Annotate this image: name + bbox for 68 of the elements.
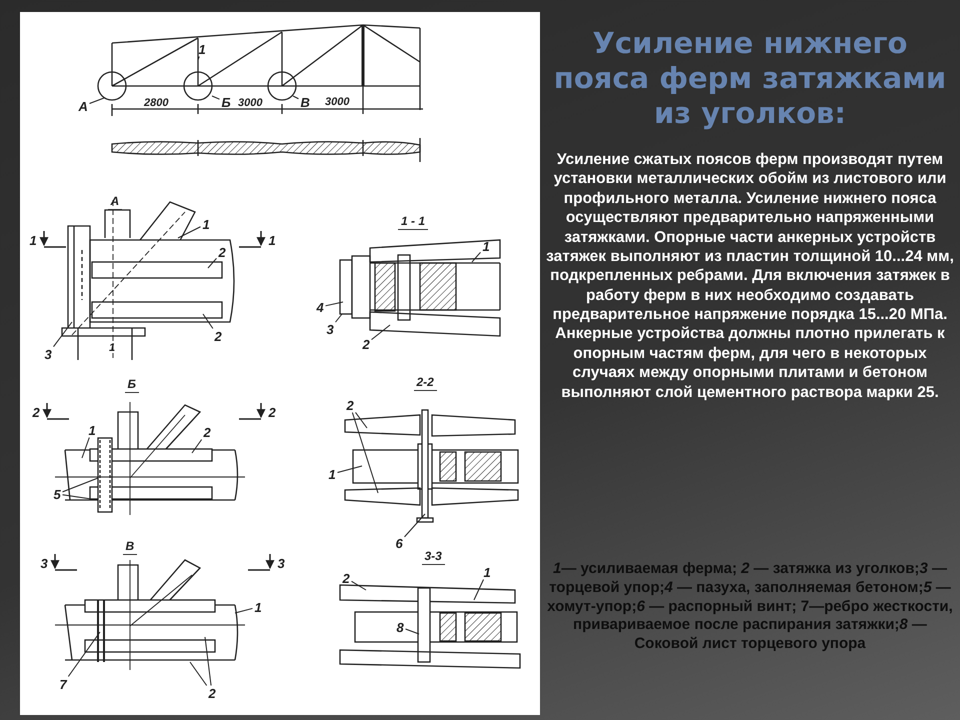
leader-line — [62, 478, 98, 492]
section-mark-label: 1 — [268, 232, 276, 248]
callout-number: Б — [220, 96, 232, 108]
view-heading: 2-2 — [414, 375, 437, 391]
callout-number: 2 — [362, 338, 371, 350]
leader-line — [351, 580, 366, 590]
view-heading: 3-3 — [422, 549, 445, 565]
callout-number: 2 — [202, 426, 212, 438]
leader-line — [234, 608, 253, 614]
callout-number: 1 — [202, 218, 211, 230]
callout-number: 2 — [218, 246, 227, 258]
leader-line — [355, 412, 368, 428]
section-mark-label: 3 — [40, 556, 48, 570]
view-heading: 1 - 1 — [398, 214, 428, 230]
leader-line — [202, 314, 214, 329]
callout-number: А — [78, 100, 89, 112]
callout-number: 1 — [482, 566, 492, 578]
callout-number: 1 — [198, 42, 207, 56]
callout-number: 3 — [44, 348, 53, 360]
section-mark-label: 2 — [32, 404, 40, 420]
section-mark-label: 1 — [30, 232, 37, 248]
leader-line — [53, 322, 72, 348]
callout-number: 1 — [88, 424, 97, 436]
callout-number: 2 — [342, 572, 351, 584]
view-heading: Б — [124, 377, 139, 393]
leader-line — [405, 628, 420, 634]
leader-line — [404, 514, 426, 538]
callout-number: 1 — [328, 468, 337, 480]
callout-number: 5 — [52, 488, 62, 500]
callout-number: 2 — [208, 686, 217, 700]
dimension-label: 1 — [109, 342, 116, 354]
leader-line — [204, 636, 212, 686]
leader-line — [335, 314, 342, 323]
callout-number: 2 — [346, 398, 355, 412]
dimension-label: 3000 — [325, 96, 350, 108]
leader-line — [68, 632, 100, 677]
callout-number: 7 — [58, 678, 68, 690]
leader-line — [325, 302, 344, 306]
leader-line — [337, 466, 362, 474]
leader-line — [192, 439, 202, 454]
leader-line — [89, 98, 104, 104]
leader-line — [292, 96, 299, 100]
leader-line — [82, 437, 90, 458]
description-text: Усиление сжатых поясов ферм производят путем установки металлических обойм из листового или профильного металла. Усиление нижнего пояса осуществляют предварительно напряженными затяжками. Опорные части анкерных устройств затяжек выполняют из пластин толщиной 10...24 мм, подкрепленных ребрами. Для включения затяжек в работу ферм в них необходимо создавать предварительное напряжение порядка 15...20 МПа. Анкерные устройства должны плотно прилегать к опорным частям ферм, для чего в некоторых случаях между опорными плитами и бетоном выполняют слой цементного раствора марки 25. — [545, 150, 955, 402]
callout-number: 4 — [316, 300, 325, 314]
callout-number: 3 — [326, 322, 335, 336]
view-heading: В — [122, 539, 138, 555]
leader-line — [352, 412, 378, 494]
callout-number: 2 — [214, 330, 223, 342]
dimension-label: 3000 — [238, 97, 262, 109]
callout-number: 1 — [482, 240, 491, 252]
callout-number: 6 — [394, 536, 404, 550]
leader-line — [474, 579, 484, 600]
leader-line — [190, 662, 208, 686]
callout-number: 8 — [396, 620, 405, 634]
callout-number: В — [300, 96, 311, 108]
leader-line — [198, 56, 200, 60]
leader-line — [208, 258, 217, 268]
leader-line — [472, 252, 481, 262]
leader-line — [178, 226, 201, 238]
leader-line — [371, 324, 390, 340]
section-mark-label: 2 — [268, 404, 276, 420]
view-heading: А — [108, 194, 122, 210]
slide-title: Усиление нижнего пояса ферм затяжками из уголков: — [552, 26, 948, 130]
leader-line — [212, 96, 220, 100]
dimension-label: 2800 — [144, 97, 168, 109]
callout-number: 1 — [254, 600, 263, 614]
section-mark-label: 3 — [278, 556, 285, 570]
